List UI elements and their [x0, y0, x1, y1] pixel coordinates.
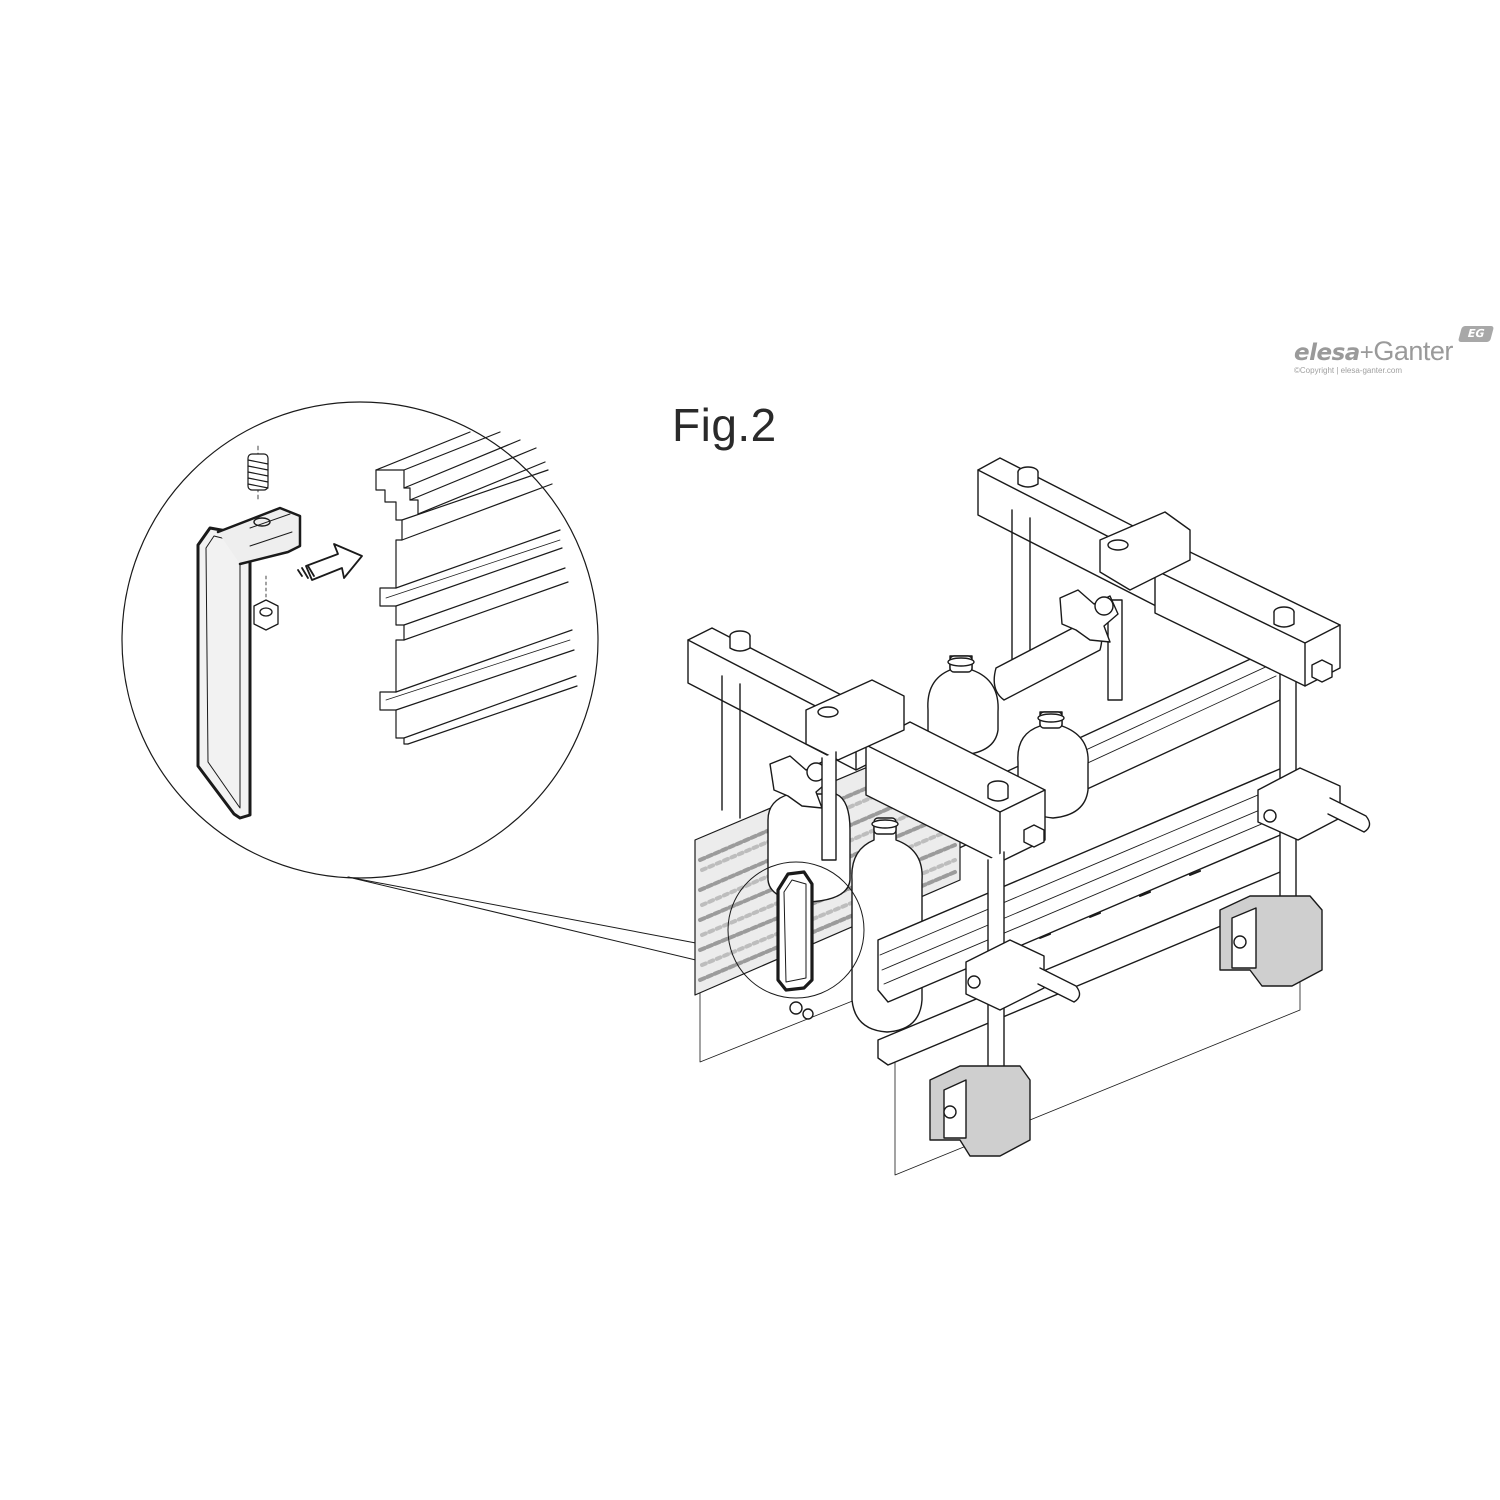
- star-knob-left: [769, 755, 831, 809]
- set-screw-part: [247, 445, 269, 501]
- aluminium-profile: [375, 431, 578, 745]
- detail-view: [121, 401, 747, 973]
- logo-wordmark: elesa+Ganter: [1294, 336, 1453, 367]
- star-knob-back: [1059, 589, 1119, 643]
- vertical-rods-back: [721, 509, 1031, 819]
- insertion-arrow: [297, 543, 363, 581]
- foot-bracket-front: [929, 1065, 1031, 1157]
- detail-circle: [121, 401, 599, 879]
- logo-plus: +: [1359, 339, 1374, 366]
- rod-clamp-right: [1257, 767, 1371, 841]
- conveyor-assembly: [687, 457, 1371, 1176]
- end-cap-installed: [776, 870, 814, 992]
- clamp-block-back: [1099, 511, 1191, 591]
- logo-copyright: ©Copyright | elesa-ganter.com: [1294, 366, 1403, 375]
- rod-clamp-front: [965, 939, 1081, 1011]
- brand-logo: EG elesa+Ganter ©Copyright | elesa-gante…: [1288, 326, 1495, 376]
- leader-line-1: [347, 876, 747, 973]
- bolt-detail: [789, 1001, 814, 1020]
- front-crossbar: [865, 721, 1046, 863]
- clamp-block-left: [805, 679, 905, 761]
- logo-ganter: Ganter: [1373, 336, 1453, 366]
- foot-bracket-right: [1219, 895, 1323, 987]
- zoom-target-circle: [727, 861, 865, 999]
- figure-title: Fig.2: [672, 399, 777, 451]
- end-cap-part: [196, 506, 302, 820]
- bottle-back: [927, 655, 999, 756]
- leader-line-2: [347, 876, 739, 952]
- guide-cylinder: [993, 599, 1123, 701]
- hex-nut-part: [253, 575, 279, 631]
- logo-elesa: elesa: [1294, 340, 1360, 366]
